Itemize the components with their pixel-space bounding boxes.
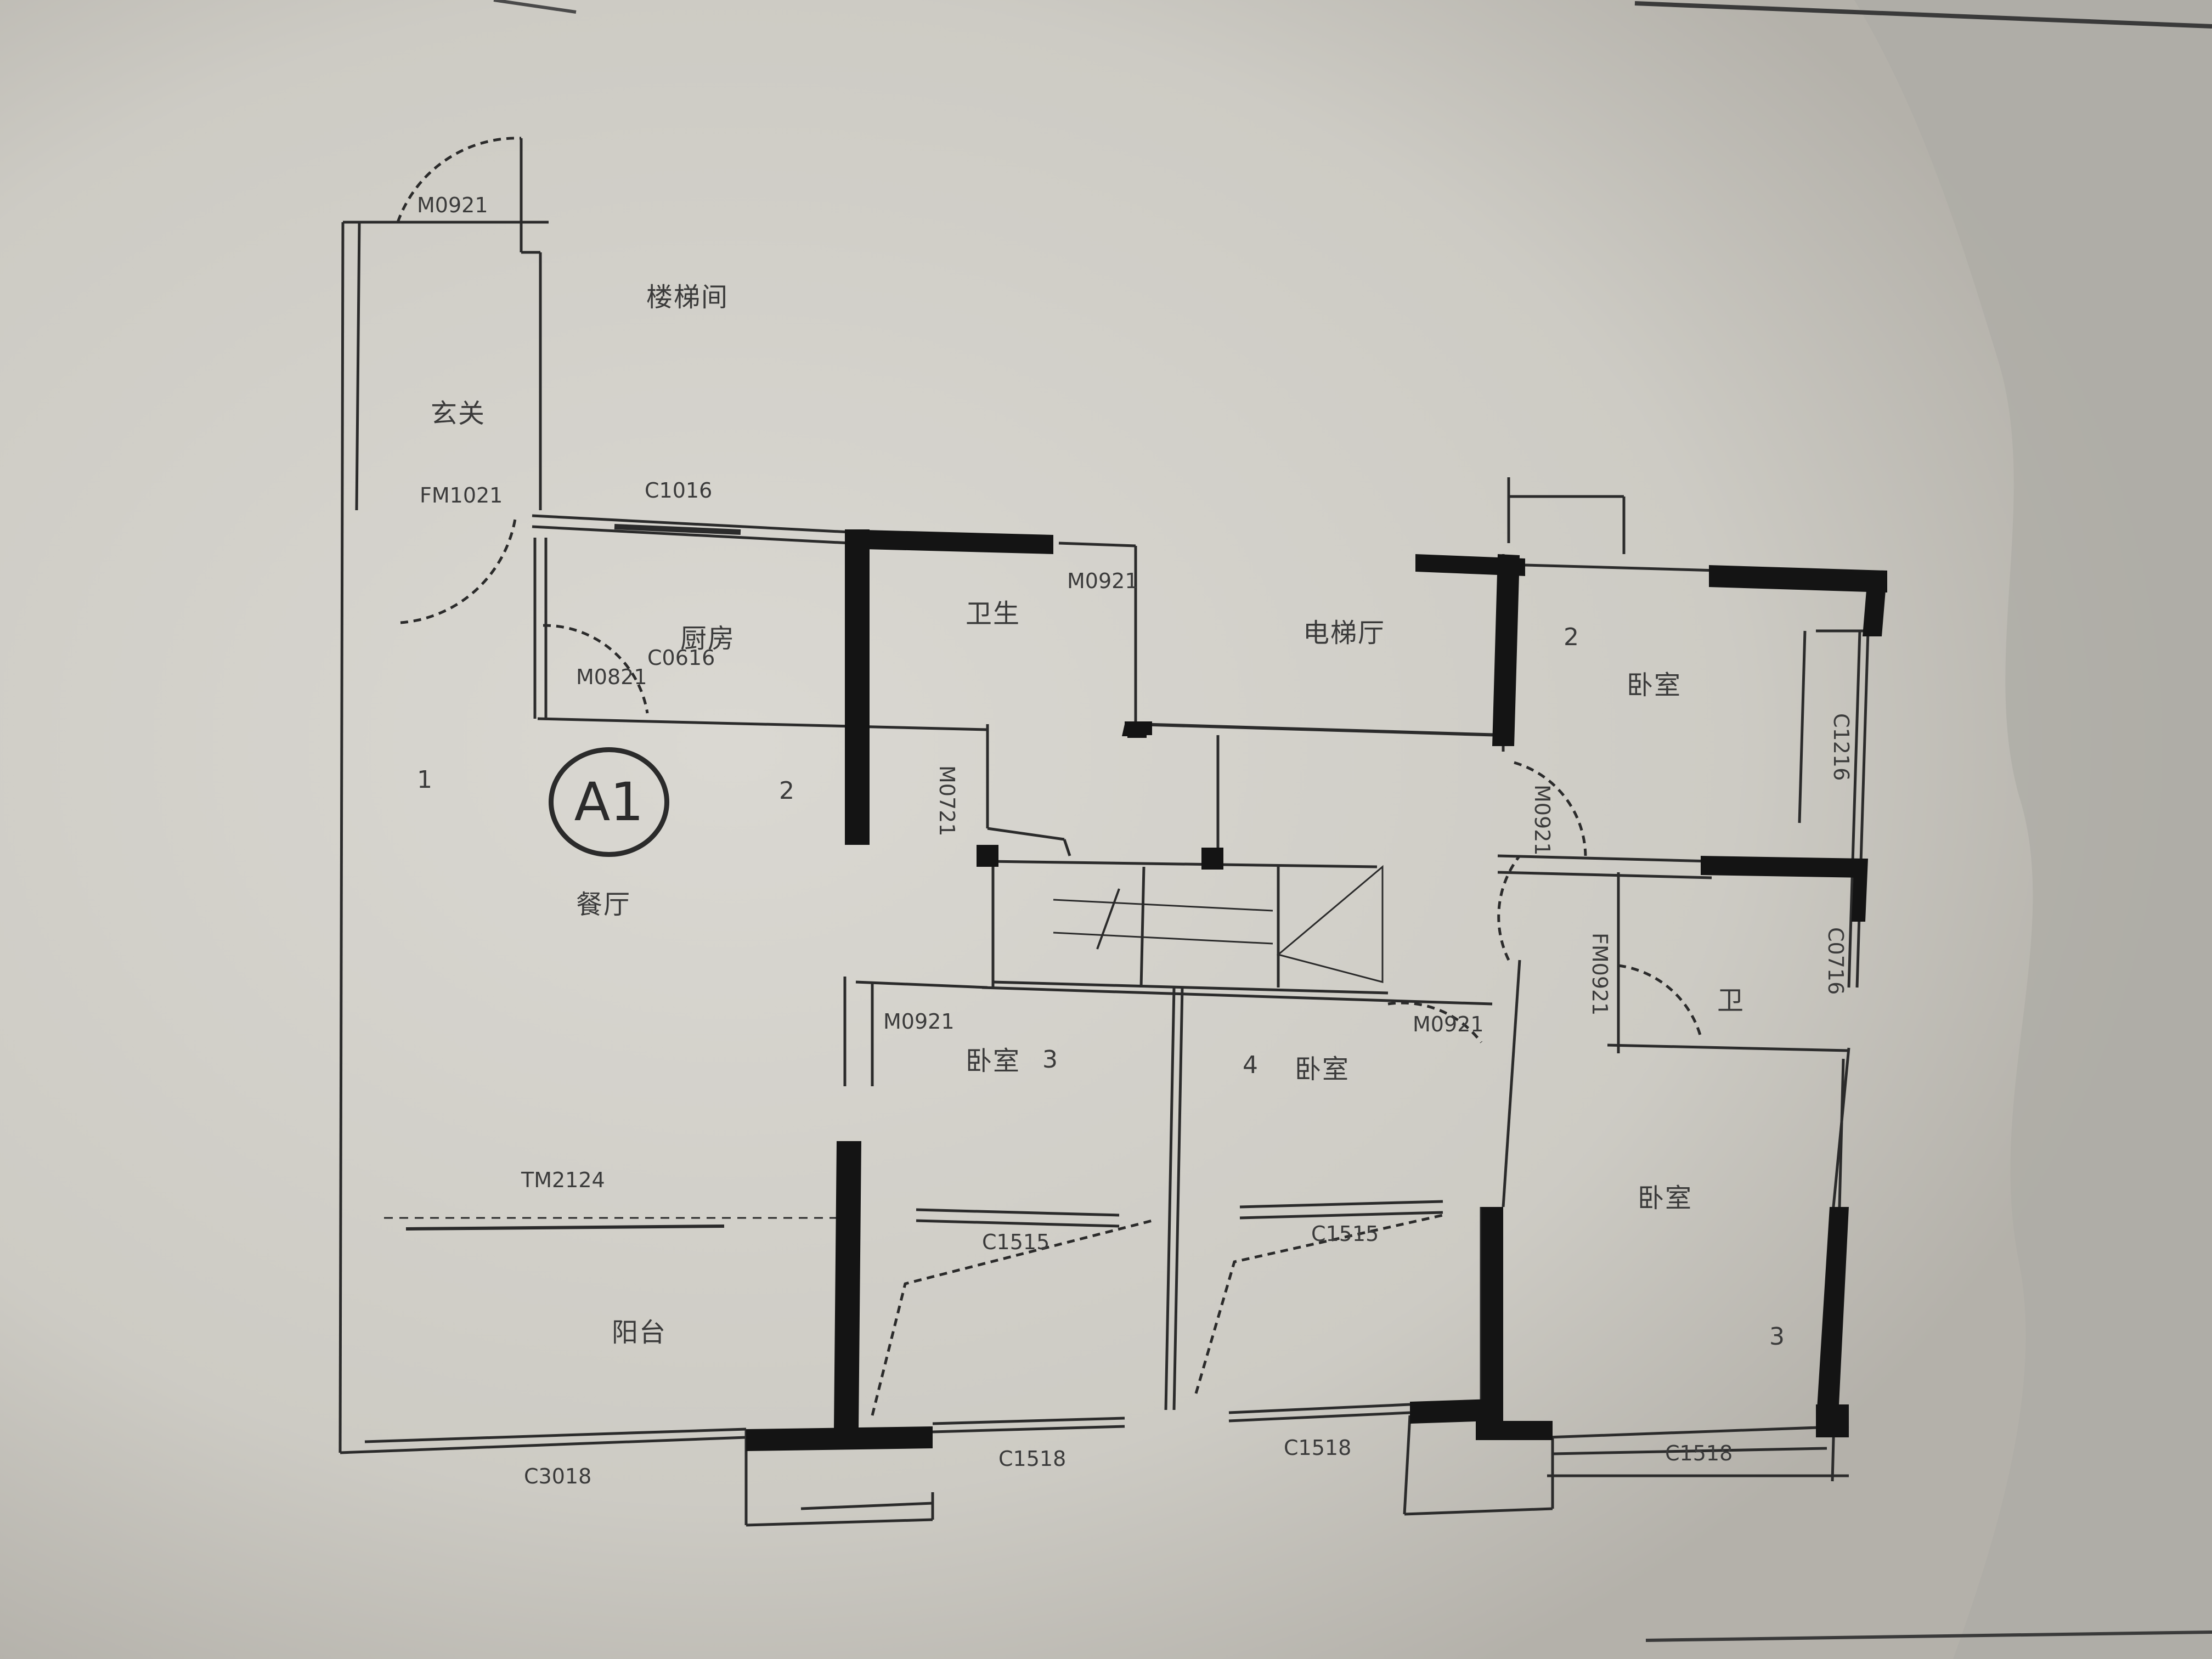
code-bottom-3: C1518: [1284, 1436, 1352, 1460]
code-window-ne: C1216: [1829, 713, 1853, 781]
code-door-bath: FM0921: [1588, 933, 1612, 1016]
code-door-bed-b: M0921: [1413, 1012, 1484, 1036]
code-door-e: M0921: [1530, 785, 1554, 856]
room-label-balcony: 阳台: [612, 1317, 667, 1348]
room-label-bedroom-a: 卧室: [966, 1046, 1021, 1076]
code-window-bed-a: C1515: [982, 1230, 1050, 1254]
room-label-elevator-lobby: 电梯厅: [1303, 618, 1386, 648]
room-label-entry: 玄关: [431, 398, 486, 429]
room-label-bedroom-ne: 卧室: [1627, 670, 1682, 701]
marker-1: 1: [417, 766, 432, 794]
room-label-master-bedroom: 卧室: [1638, 1183, 1693, 1214]
room-label-bath-e: 卫: [1717, 985, 1745, 1016]
code-living-window: TM2124: [521, 1168, 605, 1192]
paper-shadow: [1854, 0, 2212, 1659]
marker-2: 2: [779, 777, 794, 805]
code-door-bed-a: M0921: [883, 1009, 955, 1034]
code-door-top: M0921: [417, 193, 488, 217]
code-bottom-4: C1518: [1665, 1441, 1733, 1465]
code-window-e: C0716: [1824, 927, 1848, 995]
marker-3: 3: [1042, 1046, 1058, 1074]
room-label-toilet: 卫生: [966, 599, 1021, 629]
unit-tag: A1: [549, 747, 669, 857]
room-label-bedroom-b: 卧室: [1295, 1054, 1350, 1085]
code-bottom-1: C3018: [524, 1464, 592, 1488]
room-label-kitchen: 厨房: [680, 623, 736, 654]
code-window-toilet: C0616: [647, 646, 715, 670]
code-door-kitchen: M0821: [576, 665, 647, 689]
code-bottom-2: C1518: [998, 1447, 1066, 1471]
code-door-entry: FM1021: [420, 483, 503, 507]
code-door-wc: M0721: [935, 765, 959, 837]
room-label-stair: 楼梯间: [646, 282, 729, 313]
room-label-dining: 餐厅: [576, 889, 631, 920]
marker-5: 3: [1769, 1323, 1785, 1351]
code-window-bed-b: C1515: [1311, 1222, 1379, 1246]
code-door-ne: M0921: [1067, 569, 1138, 593]
code-window-stair: C1016: [645, 478, 713, 503]
marker-4: 2: [1564, 623, 1579, 651]
marker-6: 4: [1243, 1051, 1258, 1079]
